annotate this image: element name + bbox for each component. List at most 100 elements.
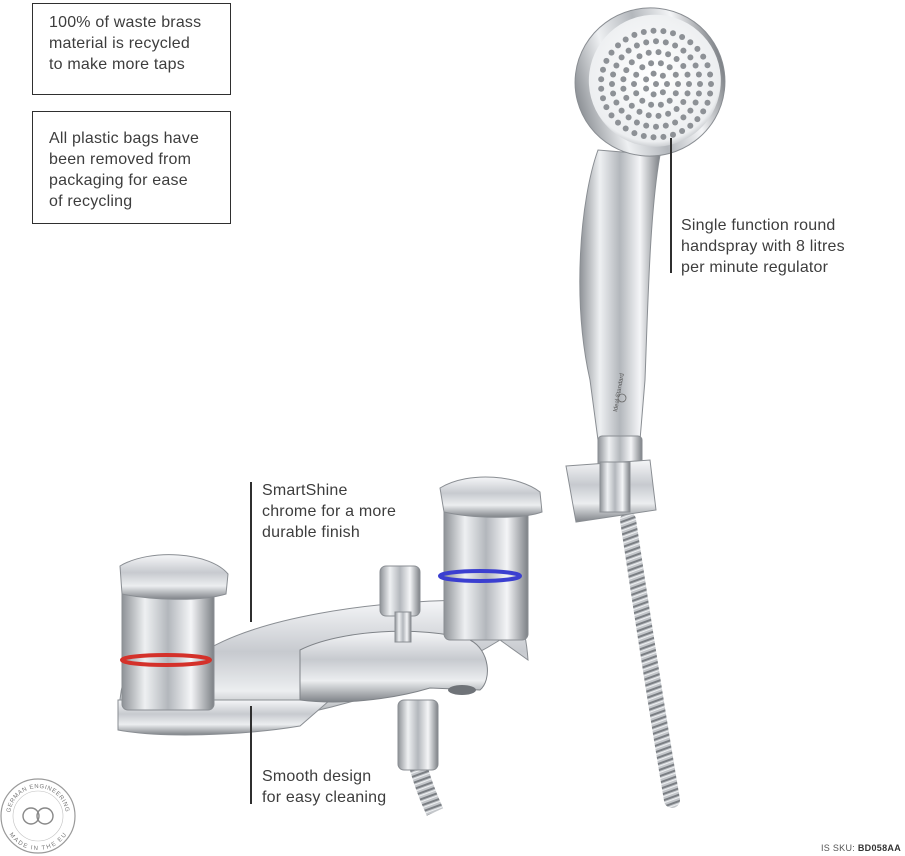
spray-nozzle xyxy=(657,60,664,67)
spray-nozzle xyxy=(622,36,629,43)
spray-nozzle xyxy=(660,133,667,140)
spray-nozzle xyxy=(636,53,643,60)
spray-nozzle xyxy=(631,81,637,87)
spray-nozzle xyxy=(707,71,714,78)
spray-nozzle xyxy=(620,76,627,83)
recycled-brass-box: 100% of waste brass material is recycled… xyxy=(32,3,231,95)
spray-nozzle xyxy=(613,62,620,69)
smooth-callout-line xyxy=(250,706,252,804)
spray-nozzle xyxy=(603,57,610,64)
hot-indicator-ring xyxy=(120,653,212,667)
spray-nozzle xyxy=(672,119,679,126)
spray-nozzle xyxy=(662,39,669,46)
spray-nozzle xyxy=(608,49,615,56)
german-engineering-badge: GERMAN ENGINEERING MADE IN THE EU xyxy=(0,778,76,854)
cold-handle xyxy=(439,476,543,518)
box-line: of recycling xyxy=(49,193,133,210)
shower-head xyxy=(574,7,726,157)
spray-nozzle xyxy=(620,85,627,92)
spray-nozzle xyxy=(660,28,667,35)
spray-nozzle xyxy=(640,133,647,139)
box-line: been removed from xyxy=(49,151,192,168)
spout xyxy=(299,630,488,703)
handset-logo-mark xyxy=(617,393,627,403)
spray-nozzle xyxy=(707,90,714,97)
spray-nozzle xyxy=(684,71,691,78)
spray-nozzle xyxy=(600,95,606,102)
spray-nozzle xyxy=(672,90,679,97)
box-line: material is recycled xyxy=(49,35,190,52)
spray-nozzle xyxy=(645,49,652,56)
spray-nozzle xyxy=(708,81,714,87)
cold-indicator-ring xyxy=(438,569,522,583)
smartshine-callout: SmartShine chrome for a more durable fin… xyxy=(262,480,396,543)
spray-nozzle xyxy=(694,45,701,52)
spray-nozzle xyxy=(653,81,659,87)
spray-nozzle xyxy=(664,81,670,87)
spray-nozzle xyxy=(628,59,635,66)
spray-nozzle xyxy=(700,53,707,60)
callout-line: chrome for a more xyxy=(262,503,397,520)
spray-nozzle xyxy=(680,99,687,105)
spray-nozzle xyxy=(615,42,621,49)
spray-nozzle xyxy=(697,81,703,87)
spray-nozzle xyxy=(636,108,643,115)
callout-line: handspray with 8 litres xyxy=(681,238,845,255)
spray-nozzle xyxy=(666,64,673,71)
spout-aerator xyxy=(448,685,476,695)
spray-nozzle xyxy=(625,114,632,121)
callout-line: Smooth design xyxy=(262,768,372,785)
spray-nozzle xyxy=(687,122,694,129)
spray-nozzle xyxy=(650,27,657,34)
diverter-knob xyxy=(379,565,421,617)
spray-nozzle xyxy=(657,101,664,108)
spray-nozzle xyxy=(613,99,620,106)
callout-line: for easy cleaning xyxy=(262,789,387,806)
spray-nozzle xyxy=(695,71,702,78)
spray-nozzle xyxy=(670,30,676,37)
box-line: All plastic bags have xyxy=(49,130,200,147)
spray-nozzle xyxy=(598,85,605,92)
spray-nozzle xyxy=(628,102,635,109)
spray-nozzle xyxy=(700,108,707,115)
hose-outlet xyxy=(397,699,439,771)
spray-nozzle xyxy=(648,60,655,67)
spray-nozzle xyxy=(704,99,711,106)
spray-nozzle xyxy=(665,51,672,58)
spray-nozzle xyxy=(695,90,702,97)
sku-label: IS SKU: BD058AA xyxy=(821,843,901,853)
spray-nozzle xyxy=(623,67,630,74)
spray-nozzle xyxy=(653,38,659,45)
spray-nozzle xyxy=(643,76,650,83)
spray-nozzle xyxy=(655,112,662,119)
spray-nozzle xyxy=(622,125,629,132)
spray-nozzle xyxy=(609,81,615,87)
spray-nozzle xyxy=(598,76,605,83)
spray-nozzle xyxy=(631,130,638,137)
spray-nozzle xyxy=(687,39,694,46)
spray-nozzle xyxy=(687,54,694,61)
spray-nozzle xyxy=(679,34,686,40)
callout-line: Single function round xyxy=(681,217,836,234)
spray-nozzle xyxy=(639,64,646,71)
spray-nozzle xyxy=(680,114,687,121)
spray-nozzle xyxy=(631,31,638,38)
spray-nozzle xyxy=(623,94,630,101)
spray-nozzle xyxy=(615,119,621,126)
spray-nozzle xyxy=(687,107,694,114)
smartshine-callout-line xyxy=(250,482,252,622)
shower-hose xyxy=(620,512,680,808)
spray-nozzle xyxy=(680,63,687,69)
spray-nozzle xyxy=(672,42,679,49)
spray-nozzle xyxy=(662,122,669,129)
spray-nozzle xyxy=(633,42,640,49)
spray-nozzle xyxy=(650,134,657,141)
sku-prefix: IS SKU: xyxy=(820,843,856,853)
plastic-free-packaging-box: All plastic bags have been removed from … xyxy=(32,111,231,224)
spray-nozzle xyxy=(653,123,659,130)
spray-nozzle xyxy=(680,47,687,54)
callout-line: per minute regulator xyxy=(681,259,829,276)
spray-nozzle xyxy=(650,91,657,98)
spray-nozzle xyxy=(692,99,699,106)
spray-nozzle xyxy=(608,112,615,119)
